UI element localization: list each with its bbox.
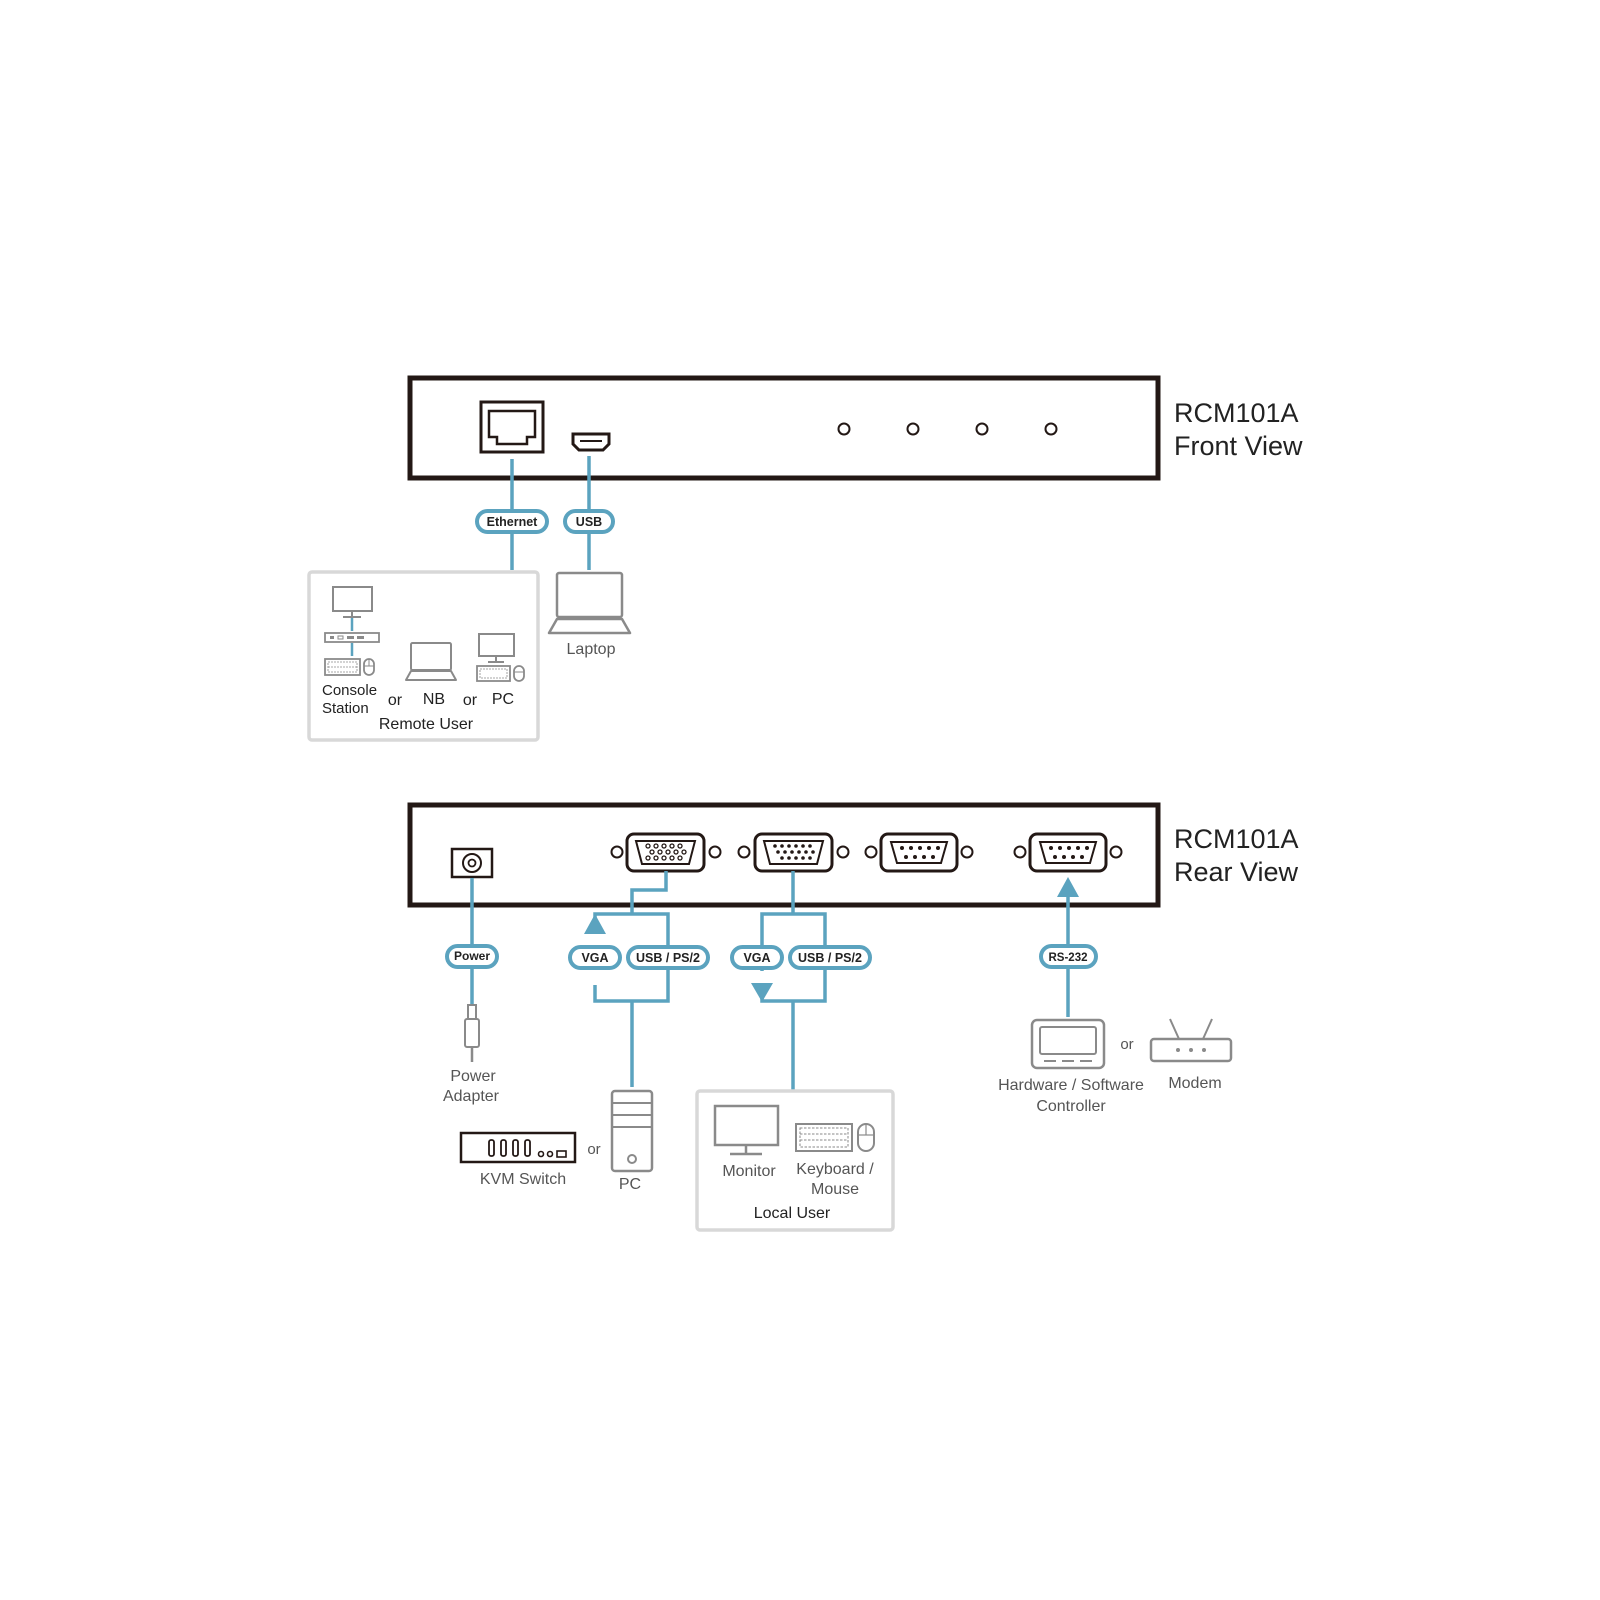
rs232-tag [1039,944,1098,969]
vga-port-icon [737,832,850,873]
or-modem-label: or [1120,1036,1133,1053]
monitor-icon [332,586,373,618]
ethernet-label: Ethernet [487,515,539,529]
power-jack-icon [450,847,494,879]
arrow-up-icon [584,914,606,934]
usb-ps2-in-label: USB / PS/2 [636,951,700,965]
led-icon [1044,422,1058,436]
kvm-icon [324,632,380,643]
ethernet-tag [475,509,549,534]
vga-in-label: VGA [581,951,608,965]
keyboard-label-2: Mouse [811,1181,859,1198]
rs232-label: RS-232 [1049,952,1088,964]
monitor-label: Monitor [722,1163,776,1180]
power-adapter-label-2: Adapter [443,1088,500,1105]
laptop-icon [547,571,632,635]
arrow-up-icon [1057,877,1079,897]
pc-tower-icon [610,1089,654,1173]
front-device-model: RCM101A [1174,398,1299,428]
vga-out-label: VGA [743,951,770,965]
console-station-label-1: Console [322,682,377,699]
kvm-switch-icon [459,1131,577,1164]
ethernet-cable: Ethernet [475,459,549,570]
console-out-cable: VGA USB / PS/2 [730,871,872,1090]
rear-view-title: Rear View [1174,857,1299,887]
db9-port-icon [864,832,974,873]
front-view-title: Front View [1174,431,1303,461]
vga-port-icon [610,832,722,873]
pc-label: PC [492,691,514,708]
nb-label: NB [423,691,445,708]
keyboard-label-1: Keyboard / [796,1161,874,1178]
power-adapter-label-1: Power [450,1068,496,1085]
controller-label-2: Controller [1036,1098,1106,1115]
controller-label-1: Hardware / Software [998,1077,1144,1094]
rs232-cable: RS-232 [1039,877,1098,1017]
usb-cable: USB [563,456,615,570]
modem-label: Modem [1168,1075,1221,1092]
local-user-group: Monitor Keyboard / Mouse Local User [695,1089,895,1232]
kvm-switch-label: KVM Switch [480,1171,566,1188]
usb-ps2-in-tag [626,945,710,970]
usb-label: USB [576,515,602,529]
controller-icon [1030,1018,1106,1070]
led-row [837,422,1058,436]
rj45-port-icon [479,400,545,454]
front-view: RCM101A Front View Ethernet USB Laptop [307,375,1303,742]
led-icon [975,422,989,436]
or-kvm-label: or [587,1141,600,1158]
db9-port-icon [1013,832,1123,873]
or-label-2: or [463,692,478,709]
modem-icon [1149,1018,1233,1063]
usb-port-icon [571,432,611,452]
rear-device-model: RCM101A [1174,824,1299,854]
or-label-1: or [388,692,403,709]
power-label: Power [454,949,490,963]
power-plug-icon [464,1004,480,1062]
pc-tower-label: PC [619,1176,641,1193]
usb-tag [563,509,615,534]
local-user-title: Local User [754,1205,831,1222]
console-station-label-2: Station [322,700,369,717]
vga-in-tag [568,945,622,970]
notebook-icon [405,642,457,681]
keyboard-icon [324,658,361,676]
keyboard-icon [795,1123,853,1152]
remote-user-title: Remote User [379,716,474,733]
vga-out-tag [730,945,784,970]
led-icon [837,422,851,436]
usb-ps2-out-label: USB / PS/2 [798,951,862,965]
laptop-label: Laptop [567,641,616,658]
console-station [324,586,380,676]
power-tag [445,944,499,969]
remote-user-group: Console Station or NB or PC Remote U [307,570,540,742]
computer-in-cable: VGA USB / PS/2 [568,871,710,1087]
monitor-icon [713,1104,780,1156]
led-icon [906,422,920,436]
power-cable: Power [445,878,499,1005]
mouse-icon [857,1123,875,1152]
rear-view: RCM101A Rear View Power Power Adapter VG… [407,802,1299,1232]
arrow-down-icon [751,983,773,1002]
usb-ps2-out-tag [788,945,872,970]
pc-icon [476,633,525,682]
mouse-icon [363,658,375,676]
